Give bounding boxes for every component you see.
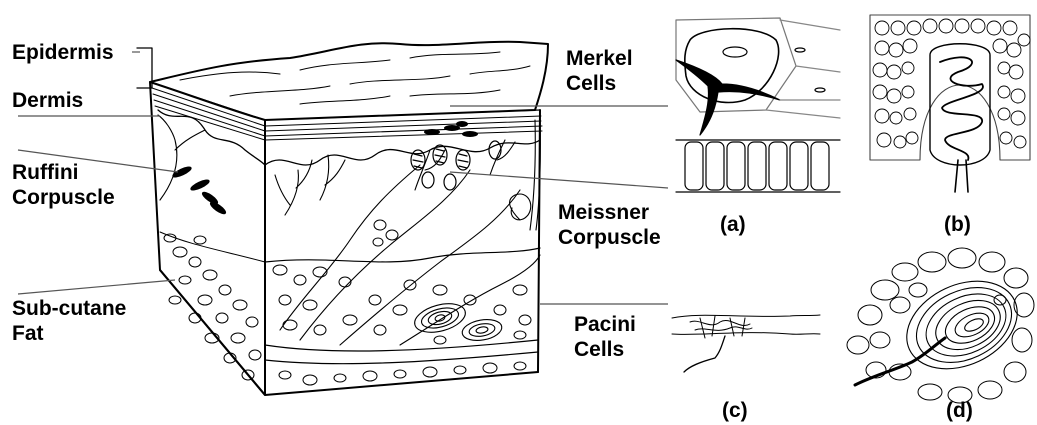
meissner-leader xyxy=(450,172,668,188)
label-subcutane-line2: Fat xyxy=(12,321,126,346)
label-meissner-line1: Meissner xyxy=(558,200,661,225)
label-epidermis: Epidermis xyxy=(12,40,114,65)
pacinian-corpuscles xyxy=(412,299,504,344)
panel-label-b: (b) xyxy=(944,212,971,237)
fat-cells xyxy=(164,220,531,385)
panel-label-c: (c) xyxy=(722,398,748,423)
label-ruffini-line1: Ruffini xyxy=(12,160,115,185)
subcutane-leader xyxy=(18,280,175,294)
label-ruffini-line2: Corpuscle xyxy=(12,185,115,210)
ruffini-corpuscles xyxy=(172,165,227,216)
panel-label-d: (d) xyxy=(946,398,973,423)
panel-a-merkel-cell xyxy=(676,18,840,192)
label-subcutane-line1: Sub-cutane xyxy=(12,296,126,321)
nerve-fibres xyxy=(158,115,540,345)
label-pacini-line2: Cells xyxy=(574,337,636,362)
label-pacini-line1: Pacini xyxy=(574,312,636,337)
panel-c-pacini-ending xyxy=(672,315,820,372)
label-meissner-corpuscle: Meissner Corpuscle xyxy=(558,200,661,250)
label-ruffini-corpuscle: Ruffini Corpuscle xyxy=(12,160,115,210)
panel-d-pacinian-corpuscle xyxy=(847,248,1034,403)
label-merkel-cells: Merkel Cells xyxy=(566,46,633,96)
label-subcutane-fat: Sub-cutane Fat xyxy=(12,296,126,346)
panel-label-a: (a) xyxy=(720,212,746,237)
skin-block xyxy=(137,42,548,395)
label-meissner-line2: Corpuscle xyxy=(558,225,661,250)
label-merkel-line2: Cells xyxy=(566,71,633,96)
label-dermis: Dermis xyxy=(12,88,83,113)
panel-b-meissner-corpuscle xyxy=(870,15,1030,192)
label-merkel-line1: Merkel xyxy=(566,46,633,71)
label-pacini-cells: Pacini Cells xyxy=(574,312,636,362)
